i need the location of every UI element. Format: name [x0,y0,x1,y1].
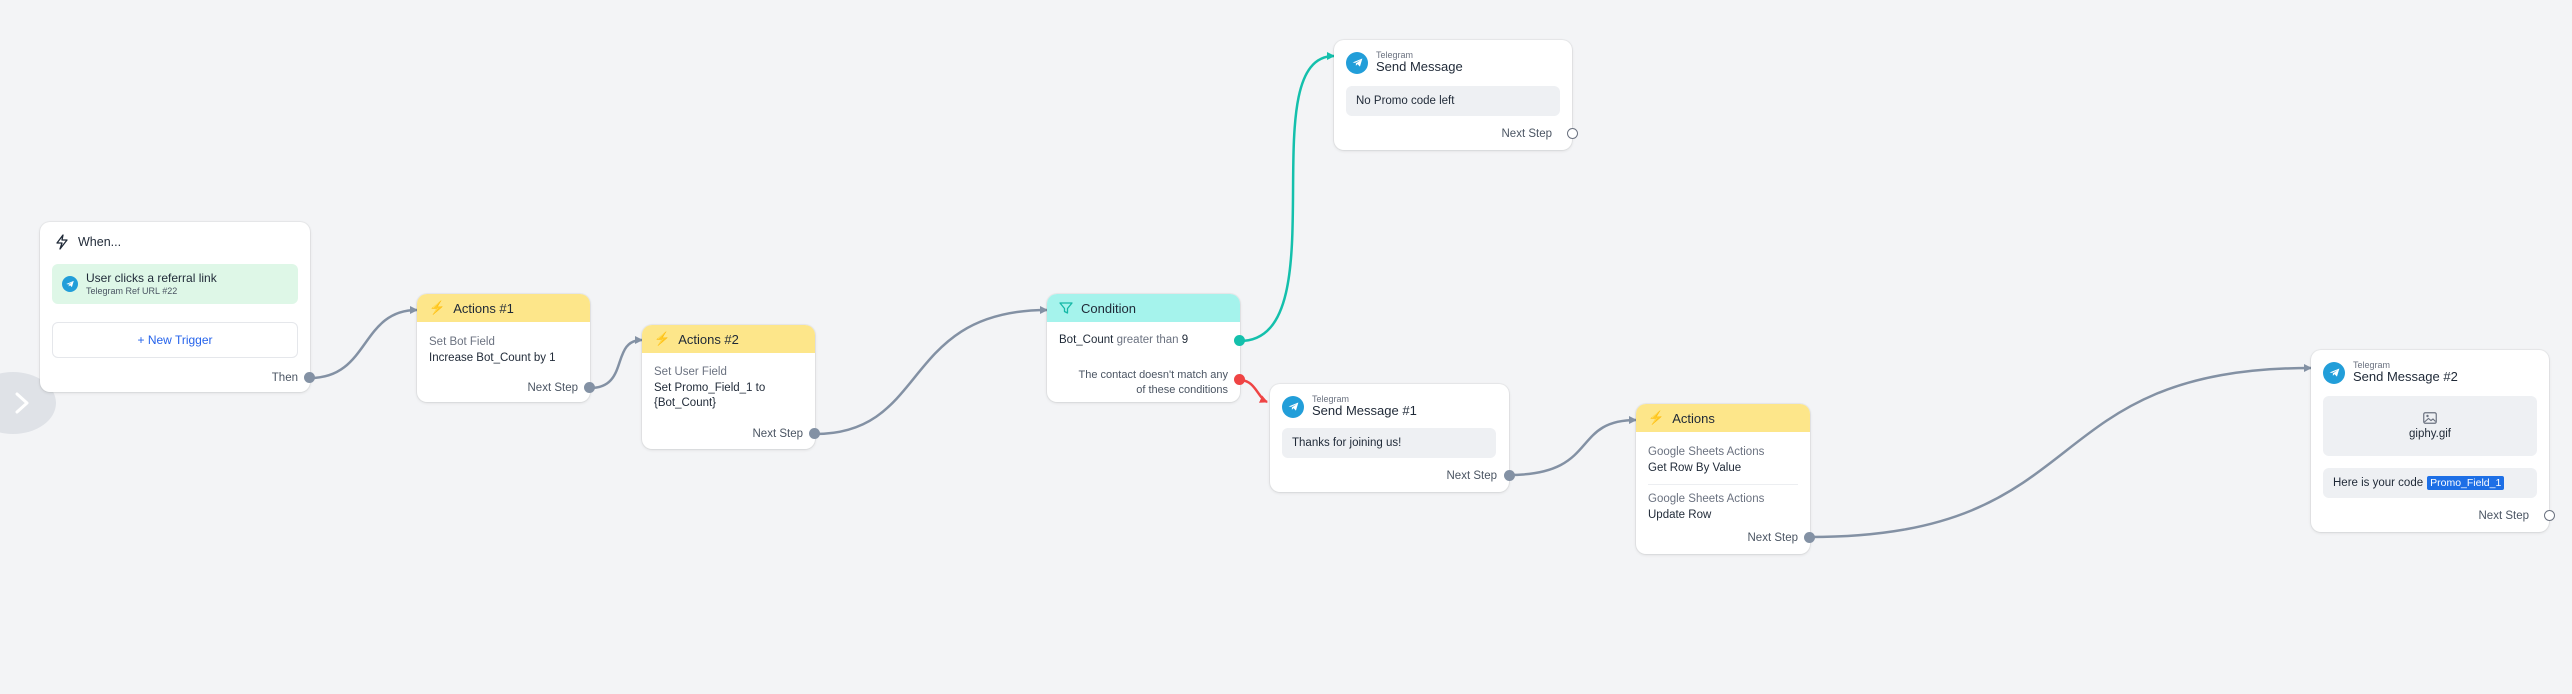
actions3-item2-value: Update Row [1648,509,1712,522]
actions1-header: ⚡ Actions #1 [417,294,590,322]
divider [1648,484,1798,486]
actions1-next-label: Next Step [527,382,579,394]
actions1-next-port[interactable] [584,382,595,393]
send-message-2-node[interactable]: Telegram Send Message #2 giphy.gif Here … [2311,350,2555,532]
actions1-label: Set Bot Field [429,336,495,348]
actions1-title: Actions #1 [453,300,514,316]
actions2-label: Set User Field [654,366,727,378]
send-message-2-next-label: Next Step [2478,510,2530,522]
condition-title: Condition [1081,300,1136,316]
actions3-header: ⚡ Actions [1636,404,1810,432]
chevron-right-icon [15,392,29,414]
trigger-item-subtitle: Telegram Ref URL #22 [86,285,178,296]
condition-field: Bot_Count [1059,334,1114,346]
condition-true-port[interactable] [1234,335,1245,346]
edge-send-message-1-to-actions3 [1508,416,1637,477]
actions2-value-line2: {Bot_Count} [654,397,717,410]
lightning-icon: ⚡ [429,300,446,315]
send-message-1-next-port[interactable] [1504,470,1515,481]
actions1-value: Increase Bot_Count by 1 [429,352,556,365]
edge-actions3-to-send-message-2 [1809,364,2312,539]
new-trigger-button[interactable]: + New Trigger [52,322,298,358]
actions3-next-port[interactable] [1804,532,1815,543]
send-message-title: Send Message [1376,59,1463,75]
send-message-node[interactable]: Telegram Send Message No Promo code left… [1334,40,1578,150]
condition-value: 9 [1181,334,1189,346]
actions2-header: ⚡ Actions #2 [642,325,815,353]
send-message-1-node[interactable]: Telegram Send Message #1 Thanks for join… [1270,384,1515,492]
send-message-2-prefix: Here is your code [2333,477,2424,489]
condition-else-line1: The contact doesn't match any [1078,369,1228,381]
actions3-item2-label: Google Sheets Actions [1648,493,1765,506]
gif-filename: giphy.gif [2409,428,2451,440]
lightning-icon: ⚡ [654,331,671,346]
send-message-next-label: Next Step [1501,128,1553,140]
trigger-title: When... [78,235,122,249]
condition-node[interactable]: Condition Bot_Count greater than 9 The c… [1047,294,1245,402]
actions2-node[interactable]: ⚡ Actions #2 Set User Field Set Promo_Fi… [642,325,820,449]
actions3-node[interactable]: ⚡ Actions Google Sheets Actions Get Row … [1636,404,1815,554]
telegram-icon [62,276,78,292]
send-message-2-app: Telegram [2353,360,2391,370]
telegram-icon [2323,361,2345,384]
condition-rule[interactable]: Bot_Count greater than 9 [1059,334,1188,346]
image-icon [2423,412,2437,424]
then-label: Then [271,372,298,384]
send-message-1-title: Send Message #1 [1312,403,1417,419]
edge-trigger-to-actions1 [309,306,418,380]
send-message-1-app: Telegram [1312,394,1350,404]
actions2-value-line1: Set Promo_Field_1 to [654,381,766,394]
send-message-2-text[interactable]: Here is your code Promo_Field_1 [2323,468,2537,498]
send-message-1-text[interactable]: Thanks for joining us! [1282,428,1496,458]
actions3-next-label: Next Step [1747,532,1799,544]
telegram-icon [1346,51,1368,74]
send-message-1-next-label: Next Step [1446,470,1498,482]
send-message-2-title: Send Message #2 [2353,369,2458,385]
lightning-icon [56,234,68,250]
trigger-item[interactable]: User clicks a referral link Telegram Ref… [52,264,298,304]
actions3-title: Actions [1672,410,1715,426]
send-message-2-next-port[interactable] [2544,510,2555,521]
condition-else-line2: of these conditions [1136,383,1228,396]
actions3-item1-label: Google Sheets Actions [1648,446,1765,458]
condition-operator: greater than [1116,334,1179,346]
gif-attachment[interactable]: giphy.gif [2323,396,2537,456]
send-message-next-port[interactable] [1567,128,1578,139]
lightning-icon: ⚡ [1648,410,1665,425]
actions2-next-port[interactable] [809,428,820,439]
send-message-app: Telegram [1376,50,1414,60]
then-port[interactable] [304,372,315,383]
condition-false-port[interactable] [1234,374,1245,385]
filter-icon [1059,302,1073,314]
actions3-item1-value: Get Row By Value [1648,462,1742,475]
edge-actions2-to-condition [814,306,1048,436]
telegram-icon [1282,395,1304,418]
send-message-text[interactable]: No Promo code left [1346,86,1560,116]
edge-actions1-to-actions2 [589,336,643,390]
actions2-title: Actions #2 [678,331,739,347]
actions1-node[interactable]: ⚡ Actions #1 Set Bot Field Increase Bot_… [417,294,595,402]
edge-condition-false-to-send-message-1 [1239,378,1268,404]
variable-chip[interactable]: Promo_Field_1 [2427,476,2505,490]
trigger-item-title: User clicks a referral link [86,271,217,286]
condition-header: Condition [1047,294,1240,322]
trigger-node[interactable]: When... User clicks a referral link Tele… [40,222,315,392]
edge-condition-true-to-send-message [1239,52,1335,343]
actions2-next-label: Next Step [752,428,804,440]
